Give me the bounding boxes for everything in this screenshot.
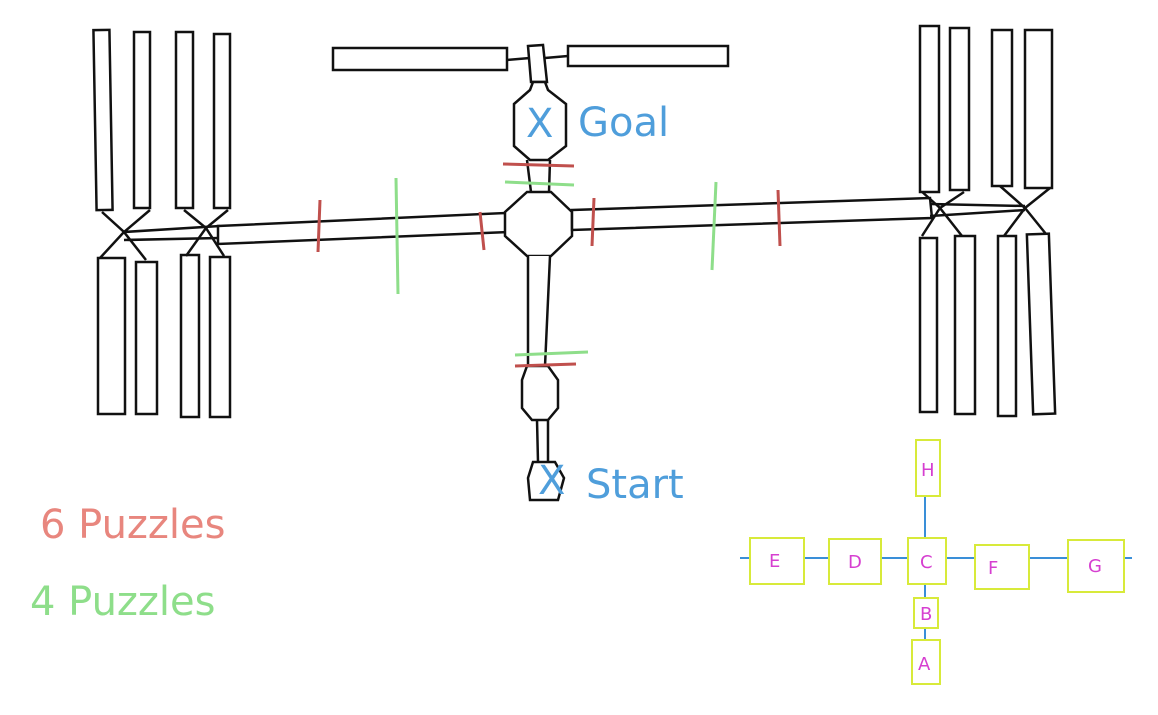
lower-module (520, 364, 560, 422)
solar-panels-right-top (918, 24, 1054, 194)
solar-panels-left-top (92, 28, 232, 212)
room-box-e: E (749, 537, 805, 585)
lower-corridor (526, 255, 552, 368)
svg-text:F: F (988, 558, 998, 579)
red-puzzle-markers (316, 162, 782, 368)
svg-text:G: G (1088, 556, 1102, 577)
right-connectors (919, 185, 1051, 237)
svg-text:B: B (920, 604, 932, 625)
room-box-h: H (915, 439, 941, 497)
room-grid: H E D C F G B A (740, 439, 1132, 685)
legend-green-puzzles: 4 Puzzles (30, 579, 216, 625)
svg-text:E: E (769, 551, 780, 572)
svg-text:H: H (921, 460, 935, 481)
svg-text:A: A (918, 654, 931, 675)
room-box-g: G (1067, 539, 1125, 593)
top-solar-panels (331, 43, 730, 84)
start-neck (535, 419, 550, 463)
room-box-b: B (913, 597, 939, 629)
room-box-d: D (828, 538, 882, 585)
start-module (526, 460, 566, 502)
left-truss (216, 211, 512, 246)
legend-red-puzzles: 6 Puzzles (40, 502, 226, 548)
room-box-c: C (907, 537, 947, 585)
right-truss (570, 196, 934, 232)
svg-text:D: D (848, 552, 862, 573)
room-box-f: F (974, 544, 1030, 590)
left-connectors (99, 209, 229, 261)
goal-module (512, 80, 568, 162)
goal-label: Goal (578, 100, 669, 146)
green-puzzle-markers (394, 177, 718, 357)
solar-panels-right-bottom (918, 232, 1057, 418)
goal-marker: X (526, 101, 553, 147)
room-box-a: A (911, 639, 941, 685)
central-hub (503, 190, 574, 258)
svg-text:C: C (920, 552, 933, 573)
start-marker: X (538, 458, 565, 504)
solar-panels-left-bottom (96, 253, 232, 419)
start-label: Start (586, 462, 684, 508)
